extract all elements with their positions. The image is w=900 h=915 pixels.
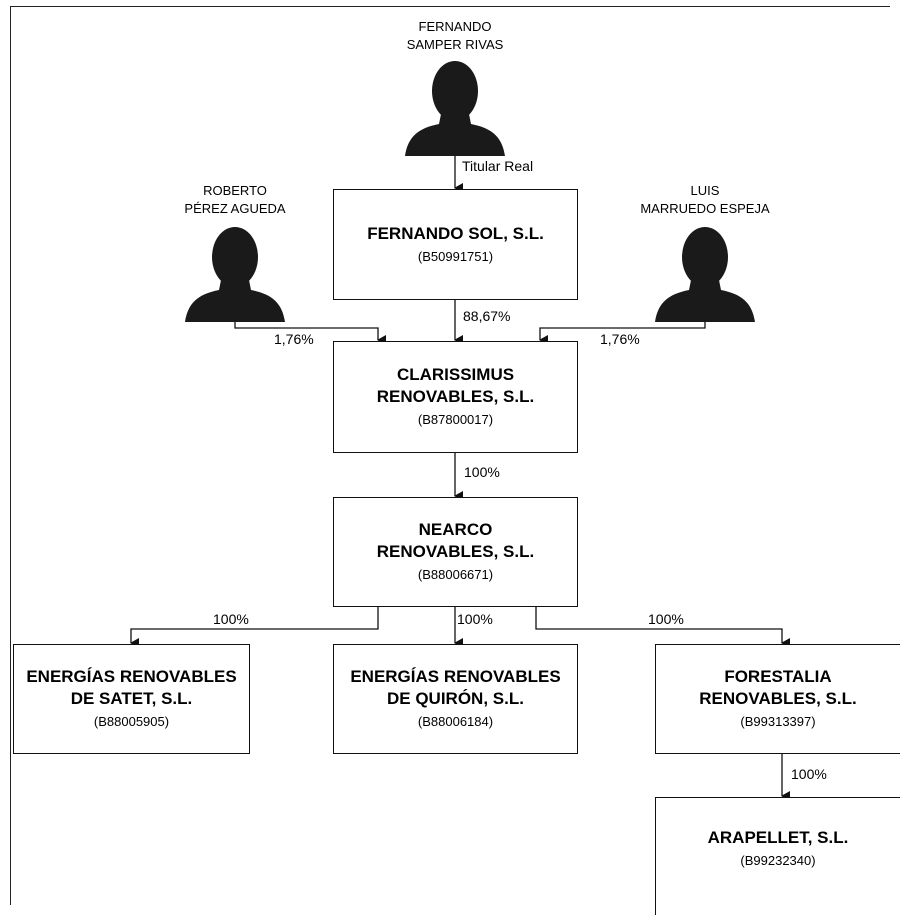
frame-left-border xyxy=(10,6,11,905)
arrow-nearco-to-forestalia xyxy=(535,606,790,648)
entity-tax-id: (B50991751) xyxy=(417,248,494,264)
entity-name: ENERGÍAS RENOVABLES DE QUIRÓN, S.L. xyxy=(350,667,561,708)
entity-name: FORESTALIA RENOVABLES, S.L. xyxy=(699,667,857,708)
label-nearco-to-quiron: 100% xyxy=(457,611,493,627)
entity-box-arapellet: ARAPELLET, S.L. (B99232340) xyxy=(655,797,900,915)
entity-tax-id: (B88006184) xyxy=(417,714,494,729)
entity-box-fernando-sol: FERNANDO SOL, S.L. (B50991751) xyxy=(333,189,578,300)
entity-name: NEARCO RENOVABLES, S.L. xyxy=(376,520,535,561)
entity-tax-id: (B88005905) xyxy=(93,714,170,729)
label-nearco-to-forestalia: 100% xyxy=(648,611,684,627)
label-sol-to-clarissimus: 88,67% xyxy=(463,308,511,324)
frame-top-border xyxy=(10,6,890,7)
arrow-luis-to-clarissimus xyxy=(539,322,706,345)
person-name-luis: LUIS MARRUEDO ESPEJA xyxy=(640,183,770,216)
person-silhouette-icon xyxy=(405,61,505,156)
entity-name: FERNANDO SOL, S.L. xyxy=(367,223,544,243)
label-clarissimus-to-nearco: 100% xyxy=(464,464,500,480)
person-name-fernando: FERNANDO SAMPER RIVAS xyxy=(406,19,504,52)
entity-tax-id: (B99313397) xyxy=(740,714,816,729)
person-name-roberto: ROBERTO PÉREZ AGUEDA xyxy=(184,183,286,216)
entity-name: ENERGÍAS RENOVABLES DE SATET, S.L. xyxy=(26,667,237,708)
entity-tax-id: (B88006671) xyxy=(417,567,494,582)
label-roberto-to-clarissimus: 1,76% xyxy=(274,331,314,347)
arrow-roberto-to-clarissimus xyxy=(234,322,386,345)
entity-name: ARAPELLET, S.L. xyxy=(707,828,849,847)
entity-name: CLARISSIMUS RENOVABLES, S.L. xyxy=(376,365,535,406)
label-luis-to-clarissimus: 1,76% xyxy=(600,331,640,347)
person-silhouette-icon xyxy=(185,227,285,322)
person-silhouette-icon xyxy=(655,227,755,322)
entity-box-nearco: NEARCO RENOVABLES, S.L. (B88006671) xyxy=(333,497,578,607)
entity-box-forestalia: FORESTALIA RENOVABLES, S.L. (B99313397) xyxy=(655,644,900,754)
entity-box-satet: ENERGÍAS RENOVABLES DE SATET, S.L. (B880… xyxy=(13,644,250,754)
entity-box-clarissimus: CLARISSIMUS RENOVABLES, S.L. (B87800017) xyxy=(333,341,578,453)
label-forestalia-to-arapellet: 100% xyxy=(791,766,827,782)
label-nearco-to-satet: 100% xyxy=(213,611,249,627)
label-titular-real: Titular Real xyxy=(462,158,534,174)
entity-tax-id: (B87800017) xyxy=(417,412,494,427)
entity-box-quiron: ENERGÍAS RENOVABLES DE QUIRÓN, S.L. (B88… xyxy=(333,644,578,754)
arrow-nearco-to-satet xyxy=(130,606,379,648)
entity-tax-id: (B99232340) xyxy=(740,853,816,868)
